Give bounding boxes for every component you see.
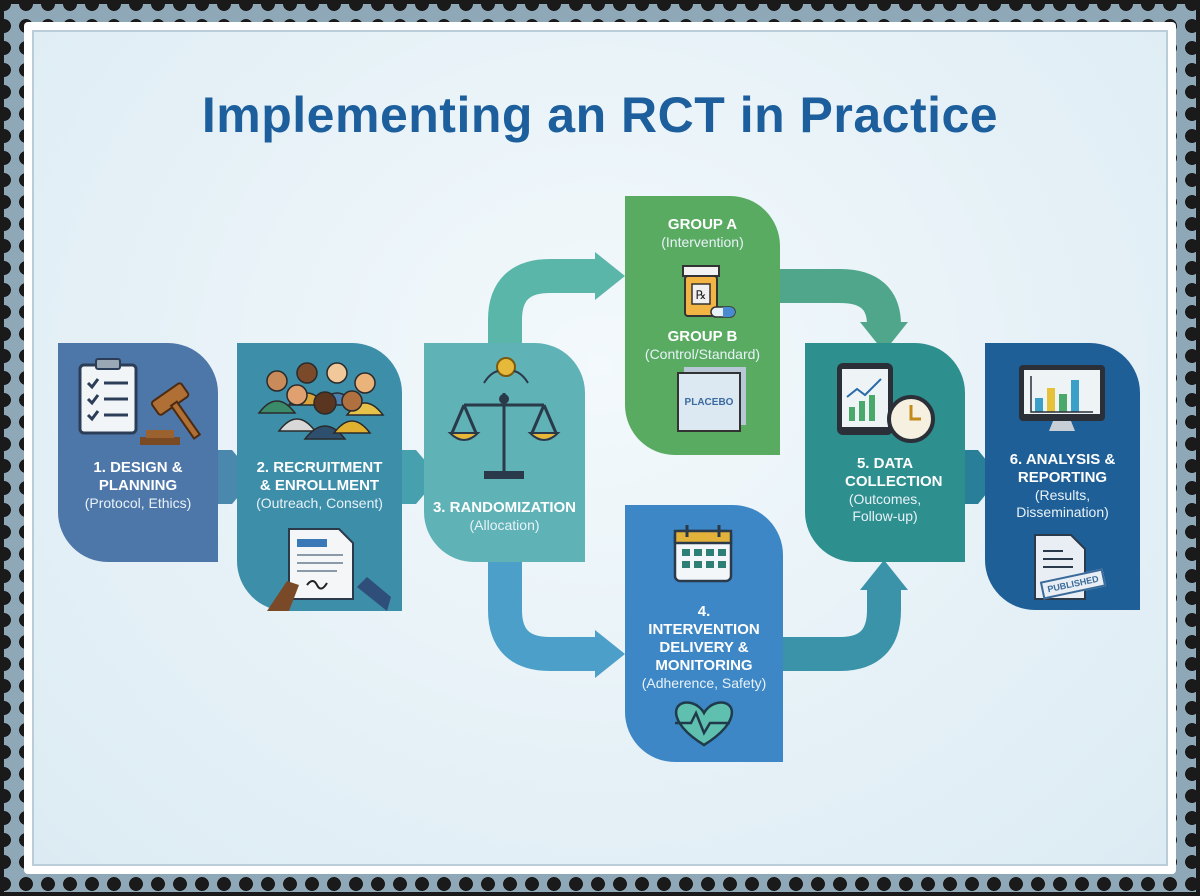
- arrow-5-6: [965, 450, 1000, 504]
- group-a-sub: (Intervention): [661, 234, 744, 250]
- step-4-label: 4. INTERVENTION DELIVERY & MONITORING: [648, 603, 760, 674]
- published-document-icon: [1034, 534, 1086, 600]
- step-1-label: 1. DESIGN & PLANNING: [93, 459, 183, 494]
- arrow-3-to-groupA: [488, 259, 600, 345]
- step-3-sub: (Allocation): [469, 517, 540, 533]
- page-title: Implementing an RCT in Practice: [201, 87, 999, 143]
- step-2-sub: (Outreach, Consent): [256, 495, 383, 511]
- step-6-label: 6. ANALYSIS & REPORTING: [1009, 451, 1116, 486]
- step-6-sub: (Results, Dissemination): [1016, 487, 1109, 520]
- placebo-label: PLACEBO: [684, 396, 734, 408]
- coin-icon: [496, 357, 516, 377]
- arrow-1-2: [218, 450, 255, 504]
- step-3-randomization: 3. RANDOMIZATION (Allocation): [424, 343, 585, 562]
- canvas-background: [32, 30, 1168, 866]
- clipboard-checklist-icon: [78, 358, 138, 435]
- arrow-2-3: [402, 450, 439, 504]
- step-2-recruitment: 2. RECRUITMENT & ENROLLMENT (Outreach, C…: [237, 343, 402, 611]
- group-a-label: GROUP A: [667, 216, 738, 233]
- group-b-sub: (Control/Standard): [644, 346, 761, 362]
- arrow-4-to-5: [783, 585, 901, 671]
- groups-box: GROUP A (Intervention) ℞ GROUP B (Contro…: [625, 196, 780, 455]
- step-2-label: 2. RECRUITMENT & ENROLLMENT: [256, 459, 383, 494]
- step-4-intervention: 4. INTERVENTION DELIVERY & MONITORING (A…: [625, 505, 783, 762]
- arrow-3-to-step4: [488, 562, 600, 671]
- calendar-icon: [673, 525, 733, 583]
- step-1-design-planning: 1. DESIGN & PLANNING (Protocol, Ethics): [58, 343, 218, 562]
- step-6-analysis-reporting: 6. ANALYSIS & REPORTING (Results, Dissem…: [985, 343, 1140, 610]
- placebo-box-icon: PLACEBO: [677, 372, 741, 432]
- step-4-sub: (Adherence, Safety): [641, 675, 767, 691]
- step-5-data-collection: 5. DATA COLLECTION (Outcomes, Follow-up): [805, 343, 965, 562]
- step-5-label: 5. DATA COLLECTION: [845, 455, 943, 490]
- balance-scale-icon: [447, 357, 561, 479]
- group-b-label: GROUP B: [667, 328, 738, 345]
- people-group-icon: [257, 362, 385, 440]
- monitor-bar-chart-icon: [1019, 365, 1105, 431]
- tablet-chart-icon: [837, 363, 893, 435]
- step-1-sub: (Protocol, Ethics): [84, 495, 192, 511]
- step-3-label: 3. RANDOMIZATION: [432, 499, 577, 516]
- step-5-sub: (Outcomes, Follow-up): [848, 491, 922, 524]
- heart-pulse-icon: [674, 701, 734, 747]
- svg-text:℞: ℞: [696, 288, 707, 302]
- signing-document-icon: [267, 528, 391, 611]
- rx-bottle-icon: ℞: [682, 265, 736, 318]
- clock-icon: [887, 395, 935, 443]
- gavel-icon: [140, 382, 202, 445]
